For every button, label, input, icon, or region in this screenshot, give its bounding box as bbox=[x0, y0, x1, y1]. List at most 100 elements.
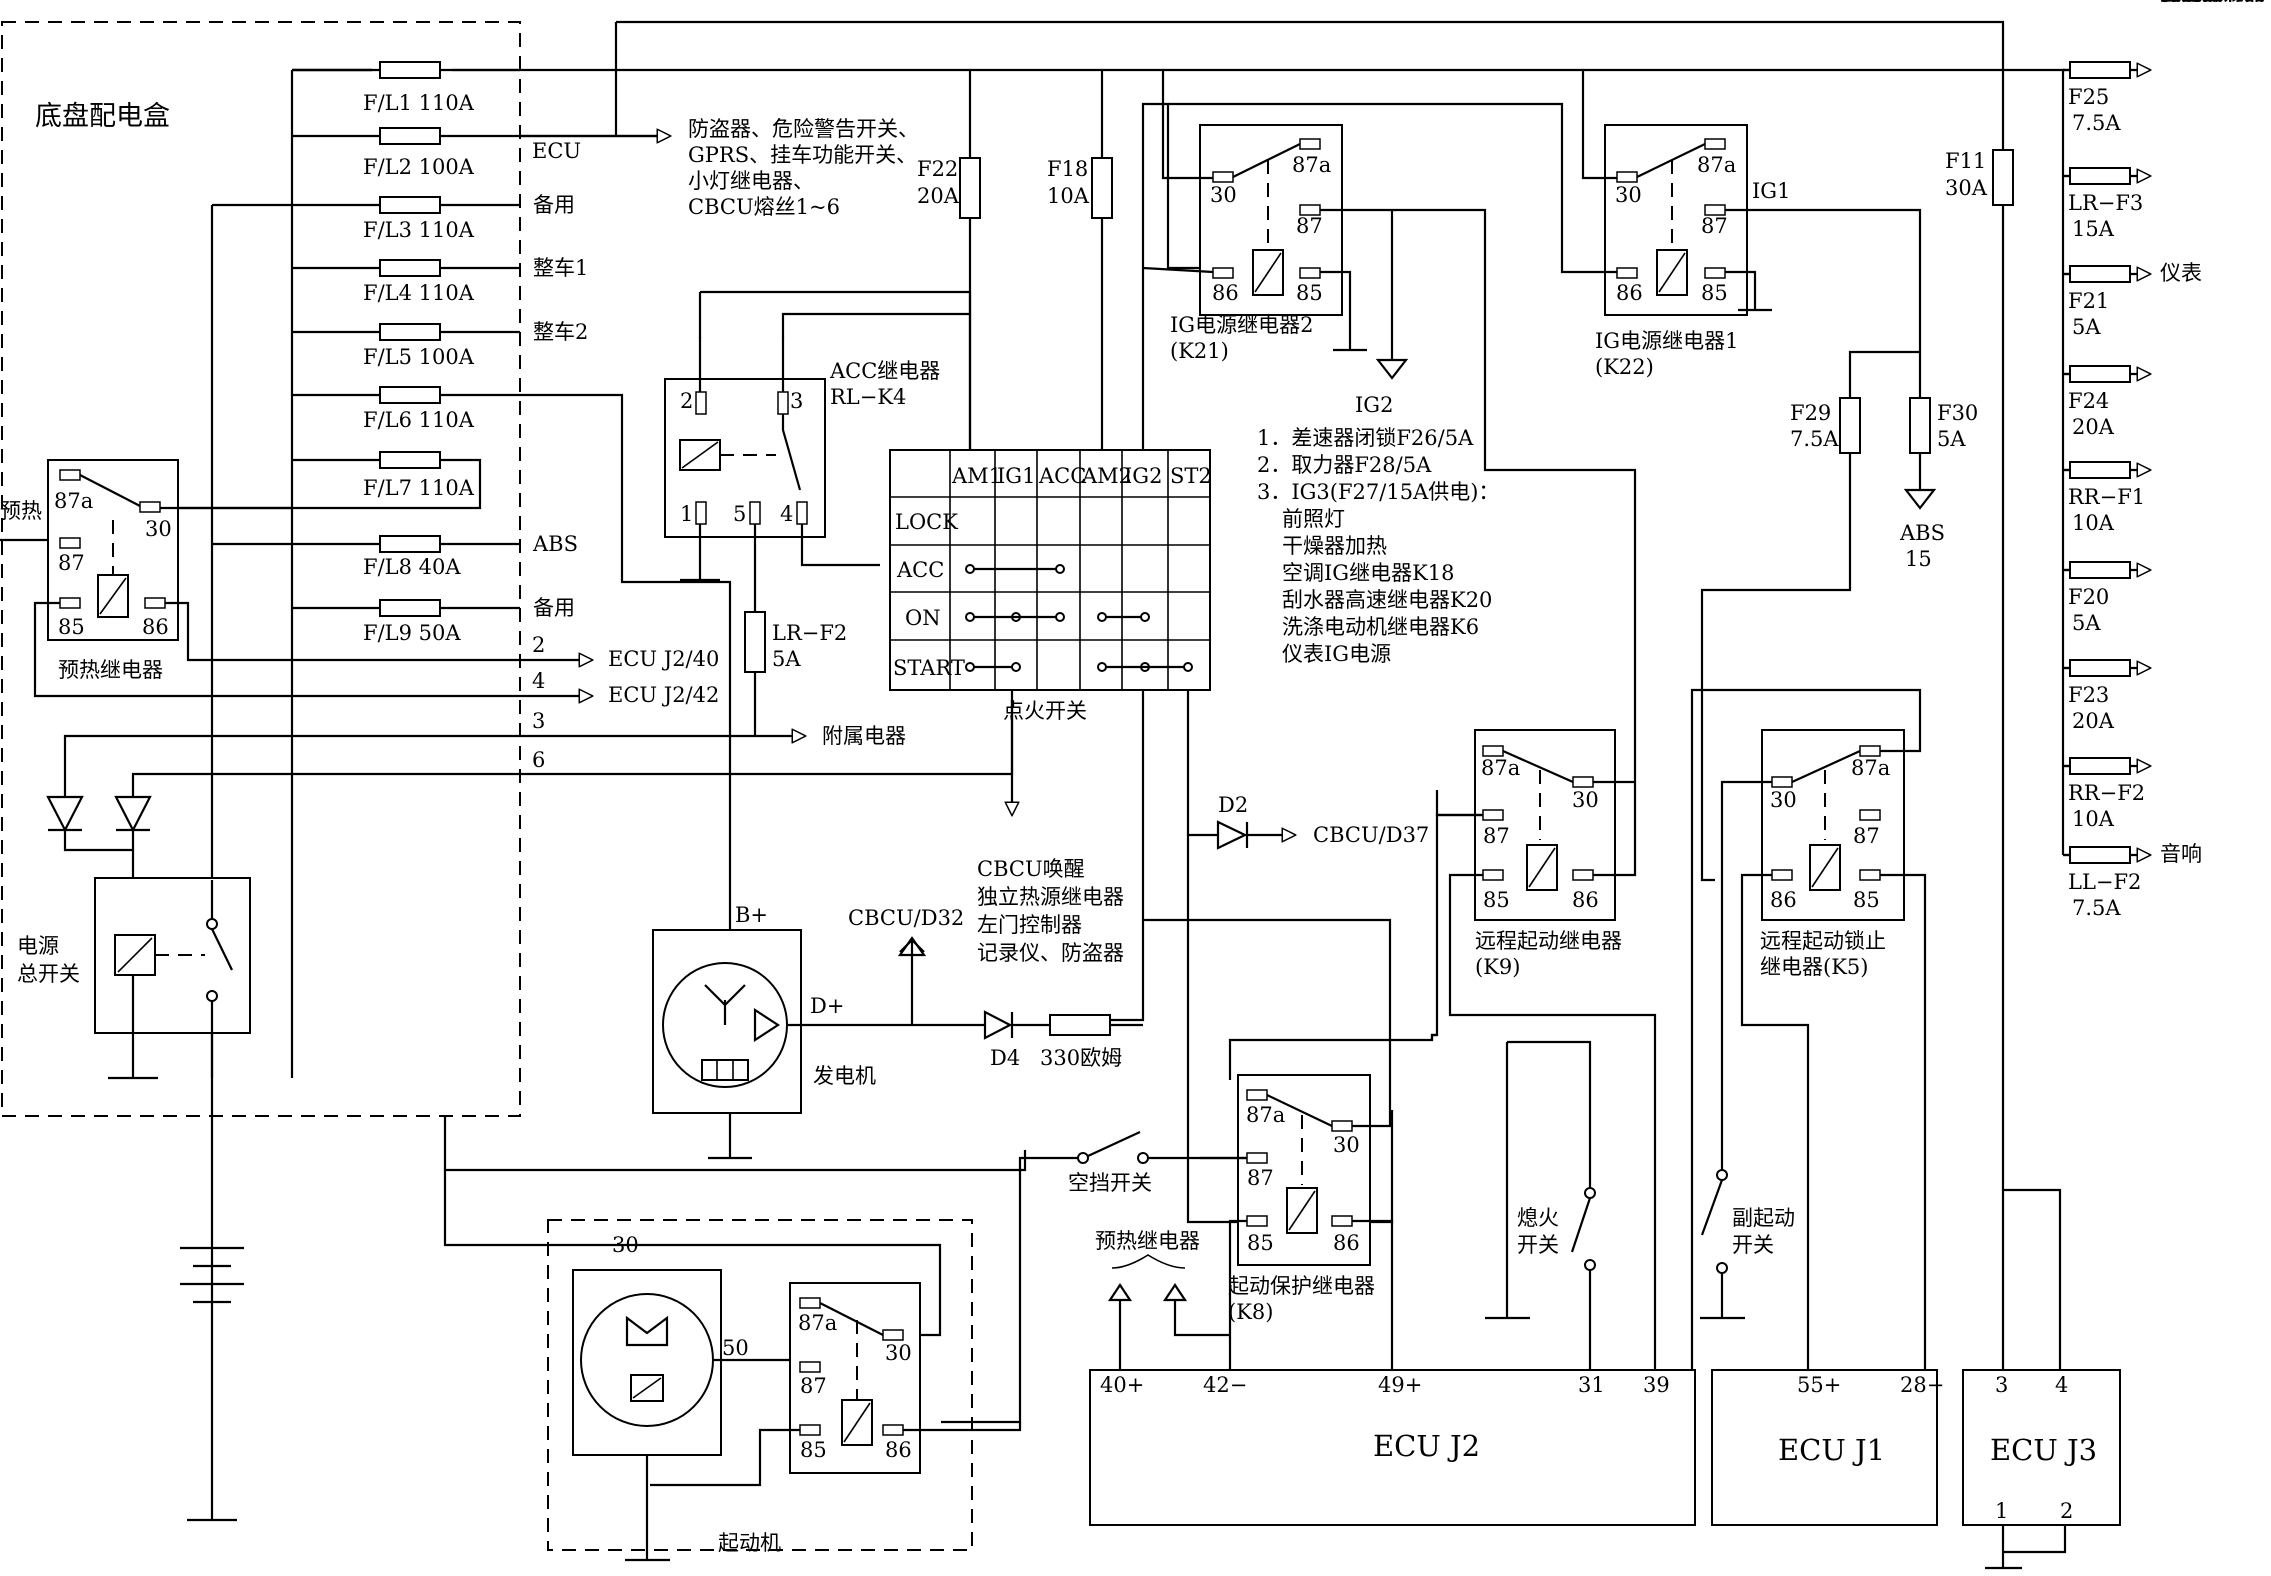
right-fuse-name: LR−F3 bbox=[2068, 191, 2143, 215]
generator: B+ D+ 发电机 CBCU/D32 D4 330欧姆 bbox=[652, 903, 1143, 1160]
fuse-f11-name: F11 bbox=[1945, 149, 1986, 173]
battery-icon bbox=[180, 1246, 244, 1304]
right-fuse-column bbox=[2040, 68, 2065, 855]
right-fuse-name: F23 bbox=[2068, 683, 2109, 707]
preheat-relay-ref-label: 预热继电器 bbox=[1095, 1229, 1200, 1253]
acc-pin-3: 3 bbox=[790, 389, 803, 413]
ecu-j3-pin-1: 1 bbox=[1995, 1499, 2008, 1523]
top-note: 防盗器、危险警告开关、 GPRS、挂车功能开关、 小灯继电器、 CBCU熔丝1~… bbox=[520, 117, 919, 219]
right-fuse-row: LR−F315A独立热源 bbox=[2063, 0, 2202, 241]
acc-pin-1: 1 bbox=[680, 502, 693, 526]
remote-lock-name-1: 远程起动锁止 bbox=[1760, 929, 1886, 953]
right-fuse-rating: 15A bbox=[2072, 217, 2115, 241]
ecu-j242-label: ECU J2/42 bbox=[608, 683, 719, 707]
starter-name: 起动机 bbox=[718, 1531, 781, 1555]
ig2-note-2: 2．取力器F28/5A bbox=[1257, 453, 1432, 477]
start-protect-pin-87a: 87a bbox=[1246, 1103, 1285, 1127]
start-protect-name: 起动保护继电器 bbox=[1228, 1274, 1375, 1298]
fuse-f30-symbol bbox=[1909, 397, 1931, 454]
spare2-output-label: 备用 bbox=[533, 596, 575, 620]
ecu-output-label: ECU bbox=[532, 139, 581, 163]
right-fuse-symbol bbox=[2069, 61, 2131, 79]
remote-start-relay: 87a 30 87 85 86 远程起动继电器 (K9) bbox=[1430, 729, 1657, 1370]
ig-relay-2-pin-87: 87 bbox=[1296, 214, 1323, 238]
accessory-label: 附属电器 bbox=[822, 724, 906, 748]
fuse-lr-f2-name: LR−F2 bbox=[772, 621, 847, 645]
resistor-330 bbox=[1049, 1014, 1111, 1036]
fuse-fl3-label: F/L3 110A bbox=[363, 218, 475, 242]
chassis-box-title: 底盘配电盒 bbox=[35, 101, 170, 132]
ignition-switch-name: 点火开关 bbox=[1003, 699, 1087, 723]
starter-relay-pin-86: 86 bbox=[885, 1438, 912, 1462]
remote-start-pin-87a: 87a bbox=[1481, 756, 1520, 780]
starter-relay-pin-85: 85 bbox=[800, 1438, 827, 1462]
fuse-f22-rating: 20A bbox=[917, 184, 960, 208]
fuse-f29-name: F29 bbox=[1790, 401, 1831, 425]
diode-d4 bbox=[983, 1010, 1014, 1040]
fuse-f18-symbol bbox=[1091, 157, 1113, 219]
ecu-j3-name: ECU J3 bbox=[1990, 1433, 2097, 1467]
wire-number-3: 3 bbox=[532, 709, 545, 733]
right-fuse-name: RR−F1 bbox=[2068, 485, 2145, 509]
cbcu-d32-label: CBCU/D32 bbox=[848, 906, 964, 930]
ig2-note-9: 仪表IG电源 bbox=[1282, 642, 1391, 666]
fuse-fl8-symbol bbox=[379, 535, 441, 553]
top-note-line-2: GPRS、挂车功能开关、 bbox=[688, 143, 917, 167]
ig2-note-1: 1．差速器闭锁F26/5A bbox=[1257, 426, 1474, 450]
right-fuse-row: F2420A左门控制器 bbox=[2063, 0, 2223, 439]
ig-relay-1: 30 87a 87 86 85 IG电源继电器1 (K22) IG1 bbox=[1142, 70, 1922, 398]
fuse-f30-name: F30 bbox=[1937, 401, 1978, 425]
right-fuse-target-1: 仪表 bbox=[2160, 261, 2202, 285]
ecu-j3-pin-2: 2 bbox=[2060, 1499, 2073, 1523]
preheat-pin-85: 85 bbox=[58, 615, 85, 639]
fuse-f11-rating: 30A bbox=[1945, 176, 1988, 200]
wire-number-4: 4 bbox=[532, 669, 545, 693]
right-fuse-target-2: 左门开开关 bbox=[2160, 0, 2265, 5]
ig-switch-col-am2: AM2 bbox=[1081, 464, 1132, 488]
ig2-note-8: 洗涤电动机继电器K6 bbox=[1282, 615, 1479, 639]
resistor-330-label: 330欧姆 bbox=[1040, 1046, 1122, 1070]
ig-relay-2-pin-30: 30 bbox=[1210, 183, 1237, 207]
starter-relay-pin-87a: 87a bbox=[798, 1311, 837, 1335]
fuse-lr-f2-rating: 5A bbox=[772, 647, 801, 671]
fuse-fl5-symbol bbox=[379, 323, 441, 341]
abs-output-label: ABS bbox=[532, 532, 578, 556]
ig-relay-2-pin-87a: 87a bbox=[1292, 153, 1331, 177]
right-fuse-symbol bbox=[2069, 846, 2131, 864]
ig2-note-3: 3．IG3(F27/15A供电)： bbox=[1257, 480, 1499, 504]
diode-d2: D2 CBCU/D37 bbox=[1188, 793, 1429, 850]
ig2-label: IG2 bbox=[1355, 393, 1393, 417]
right-fuse-rating: 10A bbox=[2072, 807, 2115, 831]
right-fuse-row: RR−F110A左门控制器左门开开关 bbox=[2063, 0, 2265, 535]
remote-lock-name-2: 继电器(K5) bbox=[1760, 955, 1868, 979]
wakeup-note-line-2: 独立热源继电器 bbox=[977, 885, 1124, 909]
ecu-j1-pin-55: 55+ bbox=[1797, 1373, 1841, 1397]
right-fuse-target-2: 控制器 bbox=[2160, 0, 2223, 5]
fuse-fl5-label: F/L5 100A bbox=[363, 345, 475, 369]
ecu-j1-module: 55+ 28− ECU J1 bbox=[1711, 1369, 1944, 1526]
ecu-j2-module: 40+ 42− 49+ 31 39 ECU J2 bbox=[1089, 1369, 1696, 1526]
wakeup-note-line-1: CBCU唤醒 bbox=[977, 857, 1085, 881]
right-fuse-rating: 20A bbox=[2072, 709, 2115, 733]
fuse-fl9-label: F/L9 50A bbox=[363, 621, 461, 645]
diode-left bbox=[46, 795, 84, 833]
right-fuse-rating: 20A bbox=[2072, 415, 2115, 439]
right-fuse-target-2: 控制器 bbox=[2160, 0, 2223, 5]
aux-start-label-2: 开关 bbox=[1732, 1233, 1774, 1257]
start-protect-relay: 87a 30 87 85 86 起动保护继电器 (K8) bbox=[1143, 918, 1437, 1370]
starter-pin-30: 30 bbox=[612, 1233, 639, 1257]
right-fuse-name: F25 bbox=[2068, 85, 2109, 109]
right-fuse-name: RR−F2 bbox=[2068, 781, 2145, 805]
fuse-fl4-symbol bbox=[379, 259, 441, 277]
flameout-switch-label-2: 开关 bbox=[1517, 1233, 1559, 1257]
fuse-fl2-label: F/L2 100A bbox=[363, 155, 475, 179]
remote-start-code: (K9) bbox=[1475, 955, 1520, 979]
fuse-fl8-label: F/L8 40A bbox=[363, 555, 461, 579]
cbcu-d32-arrow bbox=[899, 938, 925, 1025]
fuse-fl1-label: F/L1 110A bbox=[363, 91, 475, 115]
power-master-switch: 电源 总开关 bbox=[17, 877, 1027, 1522]
wakeup-note: CBCU唤醒 独立热源继电器 左门控制器 记录仪、防盗器 bbox=[977, 857, 1124, 965]
remote-lock-pin-86: 86 bbox=[1770, 888, 1797, 912]
